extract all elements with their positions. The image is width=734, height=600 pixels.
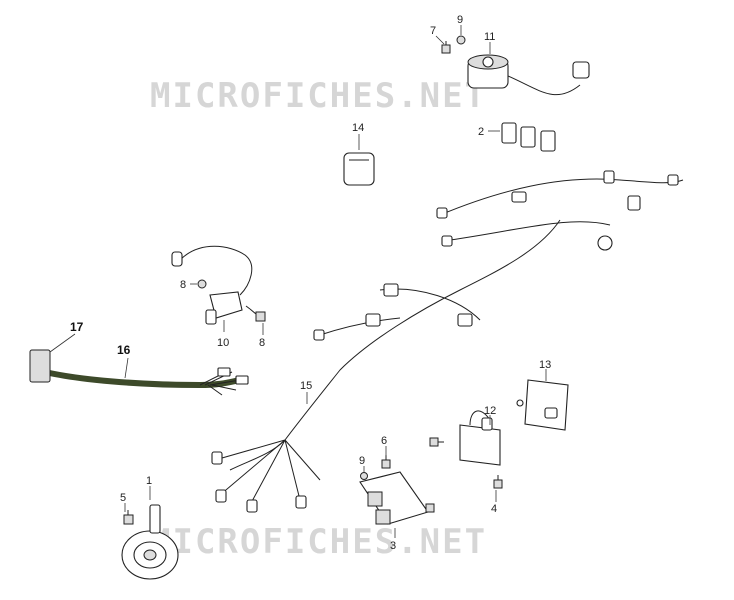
part-flasher-relay [343, 152, 375, 186]
watermark-bottom: MICROFICHES.NET [150, 522, 487, 562]
part-sensor-cable [171, 245, 253, 325]
callout-10: 10 [217, 337, 229, 349]
callout-8-left: 8 [180, 279, 186, 291]
callout-15: 15 [300, 380, 312, 392]
bolt-6 [381, 455, 391, 469]
nut-9-top [456, 35, 466, 45]
callout-1: 1 [146, 475, 152, 487]
bolt-4-right [493, 475, 503, 489]
part-main-harness [211, 170, 684, 513]
callout-11: 11 [484, 31, 495, 43]
callout-2: 2 [478, 126, 484, 138]
bolt-cdi-right [425, 503, 435, 513]
part-ignition-switch [467, 54, 590, 96]
nut-9-bottom [360, 472, 368, 480]
callout-3: 3 [390, 540, 396, 552]
bolt-6-left-of-regulator [429, 437, 444, 447]
bolt-8-right [245, 305, 266, 322]
callout-12: 12 [484, 405, 496, 417]
callout-14: 14 [352, 122, 364, 134]
bolt-7-top [441, 41, 451, 54]
callout-6: 6 [381, 435, 387, 447]
callout-8-right: 8 [259, 337, 265, 349]
part-sub-harness [29, 349, 249, 396]
part-horn [121, 504, 179, 580]
part-cdi-unit [359, 471, 429, 525]
callout-9-top: 9 [457, 14, 463, 26]
bolt-5 [123, 510, 134, 525]
part-regulator [459, 410, 501, 466]
callout-17: 17 [70, 320, 84, 334]
callout-13: 13 [539, 359, 551, 371]
watermark-top: MICROFICHES.NET [150, 76, 487, 116]
callout-5: 5 [120, 492, 126, 504]
part-bracket [516, 379, 569, 431]
callout-9-bottom: 9 [359, 455, 365, 467]
nut-8-left [197, 279, 207, 289]
callout-7-top: 7 [430, 25, 436, 37]
part-relays [501, 122, 556, 152]
callout-4: 4 [491, 503, 497, 515]
callout-16: 16 [117, 343, 131, 357]
